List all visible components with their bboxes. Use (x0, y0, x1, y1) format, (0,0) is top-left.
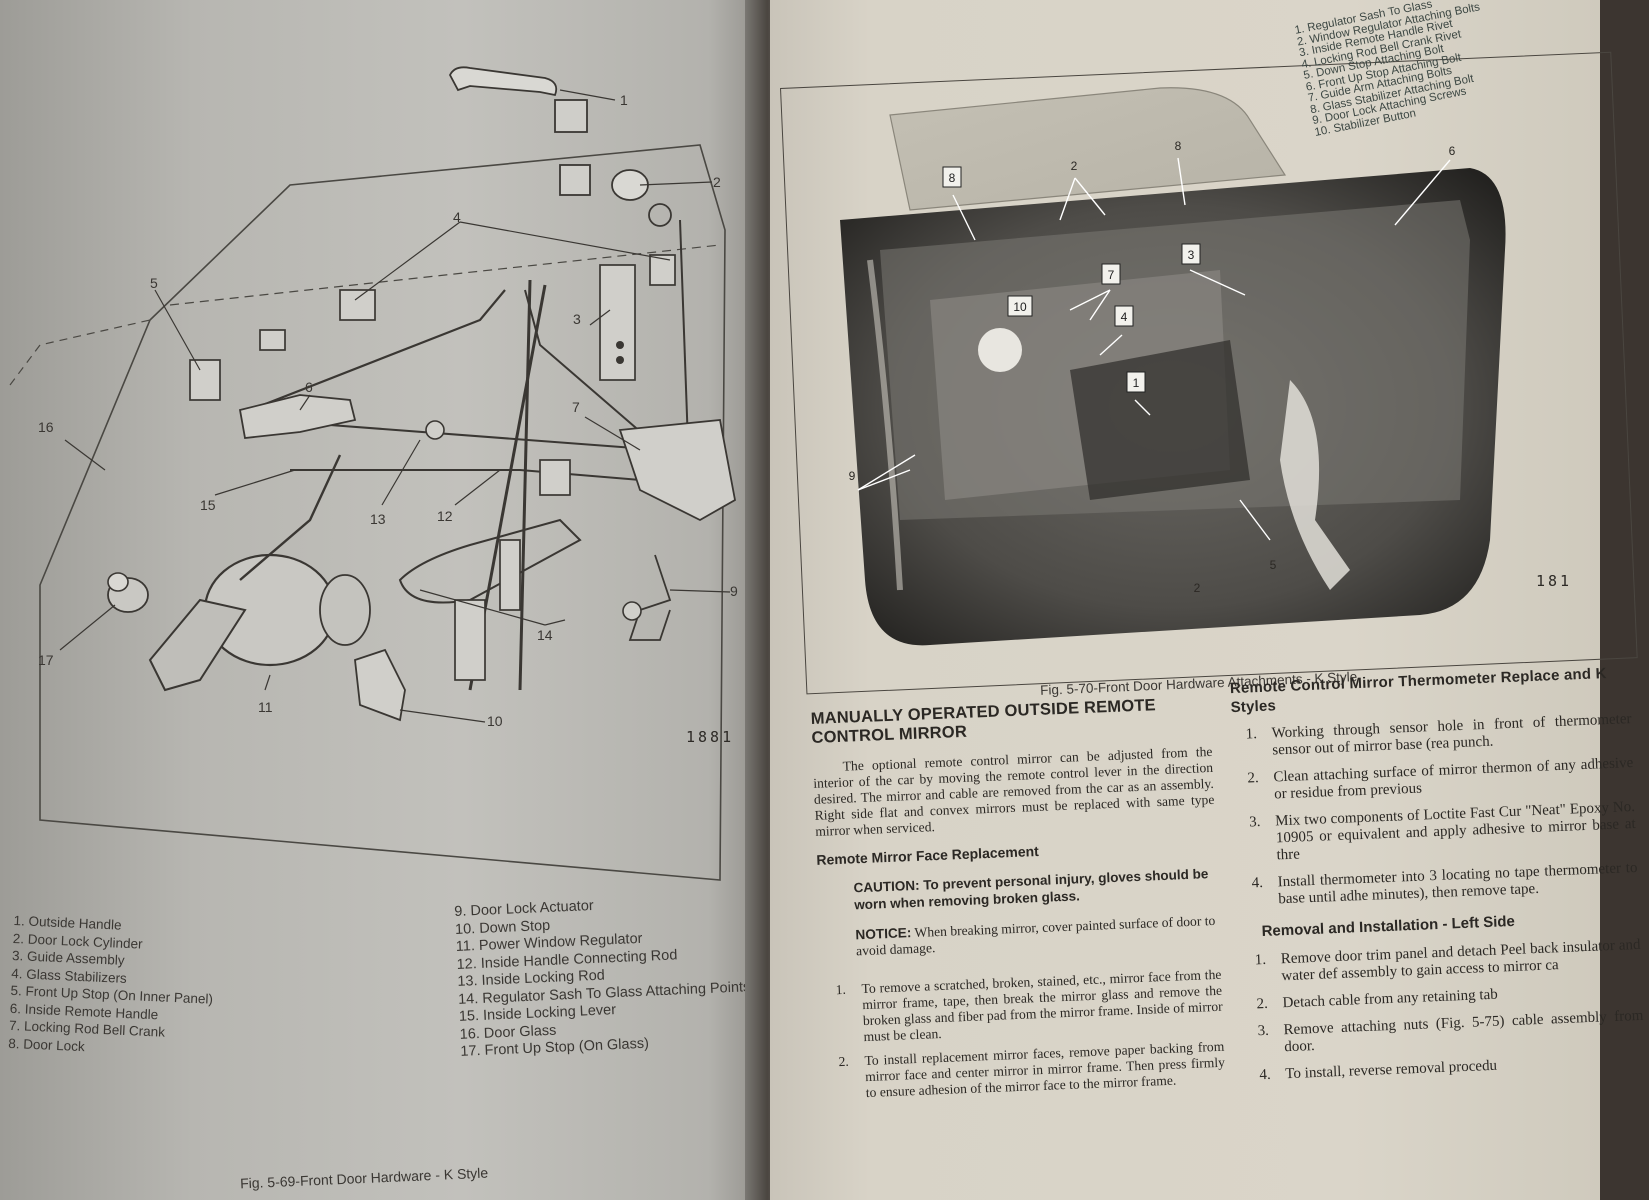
callout-3: 3 (573, 311, 581, 327)
list-item: 1. Working through sensor hole in front o… (1231, 711, 1632, 761)
photo-label-9: 9 (849, 469, 856, 483)
step-text: Working through sensor hole in front of … (1271, 711, 1632, 759)
photo-label-2: 2 (1071, 159, 1078, 173)
photo-label-7: 7 (1108, 268, 1115, 282)
photo-label-10: 10 (1013, 300, 1027, 314)
step-text: Clean attaching surface of mirror thermo… (1273, 755, 1634, 803)
step-number: 4. (1259, 1066, 1271, 1084)
callout-11: 11 (258, 699, 273, 715)
list-item: 1. To remove a scratched, broken, stained… (821, 967, 1223, 1047)
step-number: 2. (1256, 995, 1269, 1013)
step-text: Install thermometer into 3 locating no t… (1277, 859, 1638, 908)
list-item: 3. Mix two components of Loctite Fast Cur… (1235, 799, 1637, 866)
step-number: 2. (838, 1053, 850, 1070)
legend-column-2: 9. Door Lock Actuator 10. Down Stop 11. … (454, 891, 753, 1061)
step-text: Remove attaching nuts (Fig. 5-75) cable … (1283, 1007, 1644, 1056)
callout-16: 16 (38, 419, 54, 435)
photo-label-8: 8 (949, 171, 956, 185)
callout-15: 15 (200, 497, 216, 513)
callout-9: 9 (730, 583, 738, 599)
right-page-text: MANUALLY OPERATED OUTSIDE REMOTE CONTROL… (810, 665, 1643, 1199)
step-text: To install, reverse removal procedu (1285, 1057, 1498, 1083)
photo-label-1: 1 (1133, 376, 1140, 390)
right-page: 8 2 8 6 3 7 10 4 1 9 2 5 (770, 0, 1600, 1200)
list-item: 4. Install thermometer into 3 locating no… (1237, 860, 1638, 910)
procedure-steps: 1. To remove a scratched, broken, stained… (821, 967, 1225, 1103)
drawing-number-right: 181 (1536, 572, 1573, 590)
notice-note: NOTICE: When breaking mirror, cover pain… (855, 913, 1220, 960)
step-number: 1. (835, 981, 847, 998)
callout-14: 14 (537, 627, 553, 643)
intro-paragraph: The optional remote control mirror can b… (813, 743, 1215, 839)
callout-4: 4 (453, 209, 461, 225)
text-column-2: Remote Control Mirror Thermometer Replac… (1229, 657, 1646, 1095)
procedure-steps: 1. Working through sensor hole in front o… (1231, 711, 1638, 910)
step-text: Mix two components of Loctite Fast Cur "… (1274, 798, 1636, 864)
list-item: 4. To install, reverse removal procedu (1245, 1052, 1645, 1085)
callout-10: 10 (487, 713, 503, 729)
step-text: Detach cable from any retaining tab (1282, 986, 1499, 1012)
photo-label-8b: 8 (1175, 139, 1182, 153)
step-number: 1. (1245, 726, 1258, 743)
list-item: 3. Remove attaching nuts (Fig. 5-75) cabl… (1243, 1008, 1644, 1058)
subsection-heading: Removal and Installation - Left Side (1261, 912, 1516, 941)
step-text: To install replacement mirror faces, rem… (864, 1038, 1226, 1101)
section-heading: Remote Control Mirror Thermometer Replac… (1229, 665, 1607, 717)
callout-7: 7 (572, 399, 580, 415)
photo-label-2b: 2 (1194, 581, 1201, 595)
callout-12: 12 (437, 508, 453, 524)
section-heading: MANUALLY OPERATED OUTSIDE REMOTE CONTROL… (810, 696, 1157, 747)
callout-17: 17 (38, 652, 54, 668)
step-number: 3. (1248, 814, 1261, 831)
drawing-number-left: 1881 (686, 728, 735, 746)
figure-5-70-frame (780, 51, 1638, 695)
callout-13: 13 (370, 511, 386, 527)
photo-label-6: 6 (1449, 144, 1456, 158)
text-column-1: MANUALLY OPERATED OUTSIDE REMOTE CONTROL… (810, 684, 1226, 1111)
list-item: 2. Clean attaching surface of mirror ther… (1233, 755, 1634, 805)
photo-label-5: 5 (1270, 558, 1277, 572)
step-text: Remove door trim panel and detach Peel b… (1280, 936, 1641, 985)
callout-1: 1 (620, 92, 628, 108)
left-page: 1 2 3 4 5 6 7 9 10 11 12 13 14 15 16 17 … (0, 0, 770, 1200)
step-number: 1. (1254, 951, 1267, 969)
photo-label-3: 3 (1188, 248, 1195, 262)
callout-2: 2 (713, 174, 721, 190)
list-item: 2. Detach cable from any retaining tab (1242, 981, 1642, 1014)
photo-label-4: 4 (1121, 310, 1128, 324)
notice-label: NOTICE: (855, 925, 912, 943)
step-number: 4. (1251, 874, 1264, 892)
front-door-photo: 8 2 8 6 3 7 10 4 1 9 2 5 (840, 87, 1506, 646)
step-number: 2. (1247, 770, 1260, 787)
list-item: 2. To install replacement mirror faces, r… (824, 1039, 1226, 1103)
step-text: To remove a scratched, broken, stained, … (861, 966, 1223, 1045)
callout-5: 5 (150, 275, 158, 291)
legend-column-1: 1. Outside Handle 2. Door Lock Cylinder … (8, 912, 217, 1061)
procedure-steps: 1. Remove door trim panel and detach Peel… (1240, 937, 1645, 1085)
step-number: 3. (1257, 1022, 1270, 1040)
front-door-hardware-diagram: 1 2 3 4 5 6 7 9 10 11 12 13 14 15 16 17 (9, 66, 738, 881)
subsection-heading: Remote Mirror Face Replacement (816, 842, 1040, 868)
list-item: 1. Remove door trim panel and detach Peel… (1240, 937, 1641, 987)
caution-note: CAUTION: To prevent personal injury, glo… (853, 866, 1209, 913)
callout-6: 6 (305, 379, 313, 395)
